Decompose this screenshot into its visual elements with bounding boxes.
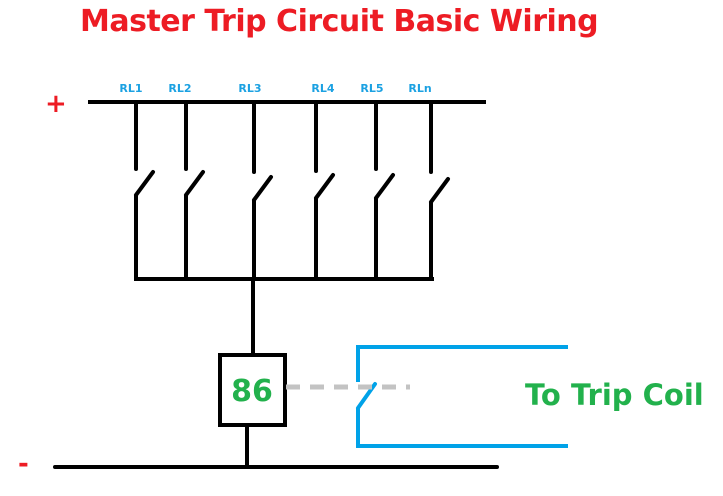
relay-label-rl3: RL3 [238,82,261,95]
master-relay-86-box [218,353,287,427]
relay-contacts [134,100,450,279]
trip-circuit-upper-wire [356,345,568,382]
relay-label-rl1: RL1 [119,82,142,95]
relay-contact-labels: RL1 RL2 RL3 RL4 RL5 RLn [119,82,431,95]
contact-blade [374,173,395,200]
negative-sign: - [18,449,29,479]
contact-blade [134,170,155,197]
positive-sign: + [45,89,67,119]
contact-blade [429,177,450,204]
relay-contact-rl5 [374,100,395,279]
relay-label-rl2: RL2 [168,82,191,95]
relay-label-rl5: RL5 [360,82,383,95]
trip-circuit-lower-wire [356,408,568,448]
relay-contact-rl3 [252,100,273,279]
diagram-title-text: Master Trip Circuit Basic Wiring [80,4,599,39]
relay-contact-rl4 [314,100,335,279]
trip-contact-circuit [356,345,568,448]
relay-label-rln: RLn [408,82,431,95]
relay-label-rl4: RL4 [311,82,334,95]
relay-contact-rl2 [184,100,205,279]
trip-contact-blade [356,382,377,410]
contact-blade [184,170,205,197]
contact-blade [252,175,273,202]
master-relay-label: 86 [231,374,273,409]
contact-blade [314,173,335,200]
to-trip-coil-label: To Trip Coil [525,378,704,412]
relay-contact-rl1 [134,100,155,279]
relay-contact-rln [429,100,450,279]
